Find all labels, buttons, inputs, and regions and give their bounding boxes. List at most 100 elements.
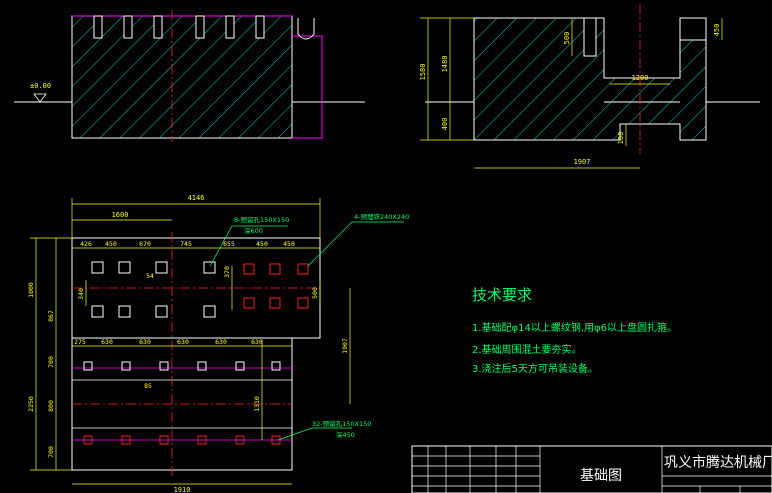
pocket-left [583, 17, 597, 57]
note-item: 2.基础周围混土要夯实。 [472, 343, 582, 356]
top-spacing: 450 [256, 240, 268, 248]
dim-pocket-depth: 500 [563, 32, 571, 45]
bottom-spacing: 275 [74, 338, 86, 346]
callout-reserved-hole-32-depth: 深450 [336, 430, 355, 439]
right-dim: 370 [223, 266, 231, 278]
callout-reserved-hole: 8-预留孔150X150 [234, 215, 289, 224]
title-block-frame [411, 445, 772, 493]
bottom-spacing: 630 [139, 338, 151, 346]
drawing-name: 基础图 [580, 467, 622, 484]
anchor-hole [271, 435, 281, 445]
anchor-hole [83, 361, 93, 371]
company-name: 巩义市腾达机械厂 [664, 454, 772, 471]
dim-step-height: 100 [617, 132, 625, 145]
embedded-plate [297, 263, 309, 275]
anchor-pocket [93, 15, 103, 39]
anchor-hole [121, 435, 131, 445]
anchor-hole [203, 305, 216, 318]
embedded-plate [269, 263, 281, 275]
top-spacing: 426 [80, 240, 92, 248]
section-view: 1580 1480 400 500 450 1200 100 1907 [419, 4, 760, 169]
anchor-hole [83, 435, 93, 445]
top-spacing: 745 [180, 240, 192, 248]
anchor-hole [155, 261, 168, 274]
mid-offset: 54 [146, 272, 154, 280]
right-dim: 1310 [253, 396, 261, 412]
top-spacing: 450 [283, 240, 295, 248]
elevation-view: ±0.00 [14, 10, 365, 142]
top-spacing: 670 [139, 240, 151, 248]
level-triangle [33, 93, 47, 103]
anchor-hole [235, 435, 245, 445]
technical-notes: 技术要求 1.基础配φ14以上螺纹钢,用φ6以上盘圆扎箍。 2.基础周围混土要夯… [472, 286, 677, 375]
dim-upper-height: 1480 [441, 56, 449, 73]
level-label: ±0.00 [30, 82, 51, 90]
right-dim: 500 [311, 287, 319, 299]
anchor-hole [203, 261, 216, 274]
plan-view: 4146 1600 1910 426 450 670 745 655 450 4… [27, 194, 409, 493]
side-hook [297, 18, 315, 40]
left-height: 800 [47, 400, 55, 412]
anchor-hole [197, 435, 207, 445]
dim-bottom-width: 1910 [174, 486, 191, 493]
right-dim: 1907 [341, 338, 349, 354]
left-height: 700 [47, 356, 55, 368]
plan-dimensions [30, 198, 351, 485]
anchor-hole [118, 305, 131, 318]
left-height: 340 [77, 288, 85, 300]
dim-overall-width: 4146 [188, 194, 205, 202]
dim-top-notch: 450 [713, 24, 721, 37]
foundation-block-hatch [71, 15, 293, 139]
section-body-hatch [473, 17, 707, 141]
anchor-hole [271, 361, 281, 371]
anchor-hole [121, 361, 131, 371]
anchor-pocket [225, 15, 235, 39]
bottom-spacing: 630 [177, 338, 189, 346]
anchor-hole [155, 305, 168, 318]
callout-reserved-hole-depth: 深600 [244, 226, 263, 235]
top-notch-right [679, 17, 707, 41]
anchor-pocket [255, 15, 265, 39]
anchor-pocket [123, 15, 133, 39]
mid-offset: 85 [144, 382, 152, 390]
right-step-magenta [292, 35, 323, 139]
dim-bottom-height: 400 [441, 118, 449, 131]
callout-embedded-plate: 4-预埋铁240X240 [354, 212, 409, 221]
embedded-plate [297, 297, 309, 309]
anchor-hole [235, 361, 245, 371]
hole-row-top [91, 261, 309, 318]
anchor-pocket [195, 15, 205, 39]
anchor-hole [118, 261, 131, 274]
anchor-hole [91, 261, 104, 274]
notes-title: 技术要求 [472, 286, 532, 304]
left-height: 867 [47, 310, 55, 322]
note-item: 1.基础配φ14以上螺纹钢,用φ6以上盘圆扎箍。 [472, 321, 677, 334]
dim-left-offset: 1600 [112, 211, 129, 219]
left-height: 1000 [27, 282, 35, 298]
plan-leaders [209, 221, 404, 441]
bottom-spacing: 630 [251, 338, 263, 346]
embedded-plate [243, 297, 255, 309]
dim-total-height: 1580 [419, 64, 427, 81]
hole-row-bottom [83, 361, 281, 445]
bottom-spacing: 630 [215, 338, 227, 346]
anchor-pocket [153, 15, 163, 39]
embedded-plate [243, 263, 255, 275]
top-spacing: 450 [105, 240, 117, 248]
note-item: 3.浇注后5天方可吊装设备。 [472, 362, 598, 375]
anchor-hole [91, 305, 104, 318]
left-height: 700 [47, 446, 55, 458]
embedded-plate [269, 297, 281, 309]
title-block: 基础图 巩义市腾达机械厂 [411, 445, 772, 493]
dim-base-width: 1907 [574, 158, 591, 166]
top-spacing: 655 [223, 240, 235, 248]
dim-inner-width: 1200 [632, 74, 649, 82]
section-dimensions [420, 17, 723, 169]
bottom-spacing: 630 [101, 338, 113, 346]
anchor-hole [159, 435, 169, 445]
callout-reserved-hole-32: 32-预留孔150X150 [312, 419, 371, 428]
anchor-hole [197, 361, 207, 371]
left-height: 2250 [27, 396, 35, 412]
anchor-hole [159, 361, 169, 371]
